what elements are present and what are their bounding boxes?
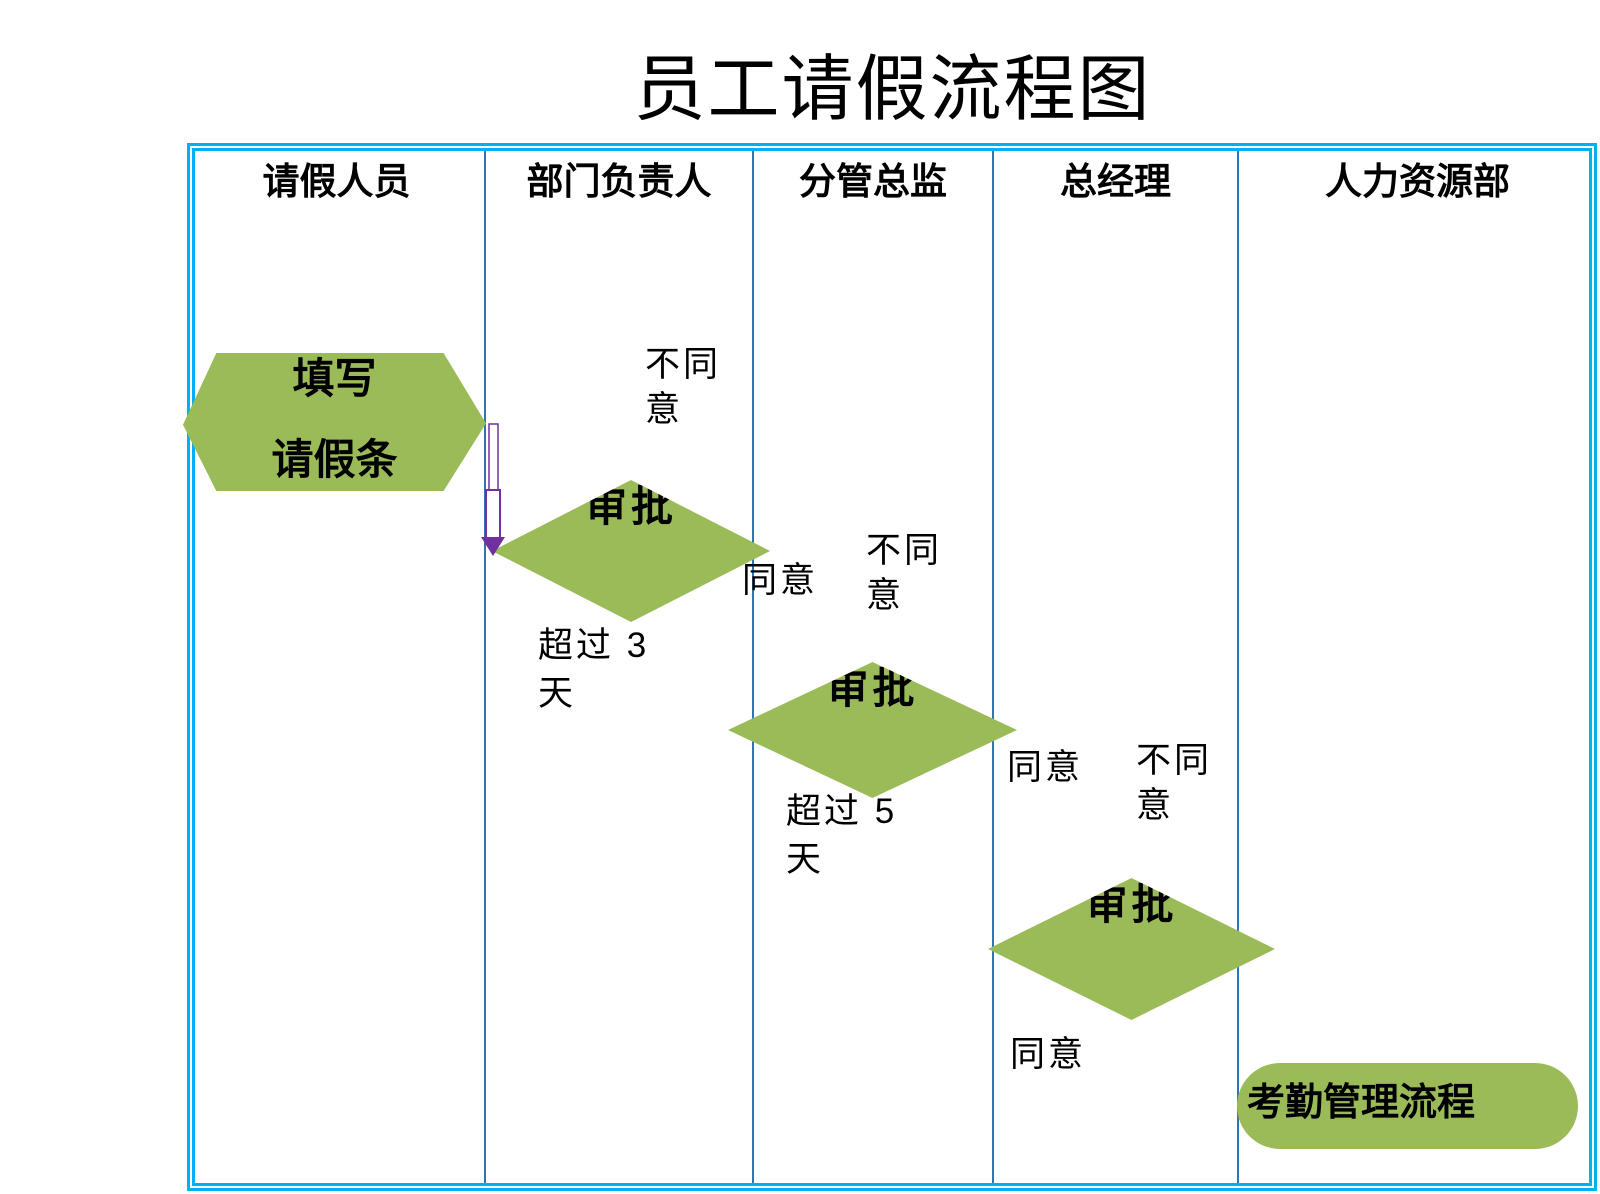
label-director-agree: 同意	[1007, 748, 1084, 787]
label-gm-disagree: 不同意	[1136, 741, 1213, 825]
label-dept-disagree: 不同意	[645, 345, 722, 429]
lane-header-hr: 人力资源部	[1325, 162, 1510, 203]
label-over-3-days: 超过 3 天	[538, 626, 650, 713]
start-hexagon-line2: 请假条	[271, 438, 398, 484]
lane-header-director: 分管总监	[799, 162, 947, 203]
lane-header-dept-head: 部门负责人	[526, 162, 712, 203]
swimlane-table-frame	[187, 143, 1597, 1191]
lane-divider-2	[752, 151, 754, 1183]
end-terminator-attendance-process: 考勤管理流程	[1237, 1063, 1578, 1149]
lane-divider-1	[484, 151, 486, 1183]
lane-divider-3	[992, 151, 994, 1183]
label-gm-agree: 同意	[1010, 1035, 1087, 1074]
page-title: 员工请假流程图	[633, 50, 1152, 130]
lane-header-general-manager: 总经理	[1060, 162, 1171, 203]
start-hexagon-fill-leave-form: 填写 请假条	[183, 353, 486, 491]
label-director-disagree: 不同意	[866, 531, 943, 615]
label-over-5-days: 超过 5 天	[786, 792, 898, 879]
lane-header-applicant: 请假人员	[262, 162, 411, 203]
start-hexagon-line1: 填写	[292, 357, 377, 403]
label-dept-agree: 同意	[742, 561, 819, 600]
lane-divider-4	[1237, 151, 1239, 1183]
